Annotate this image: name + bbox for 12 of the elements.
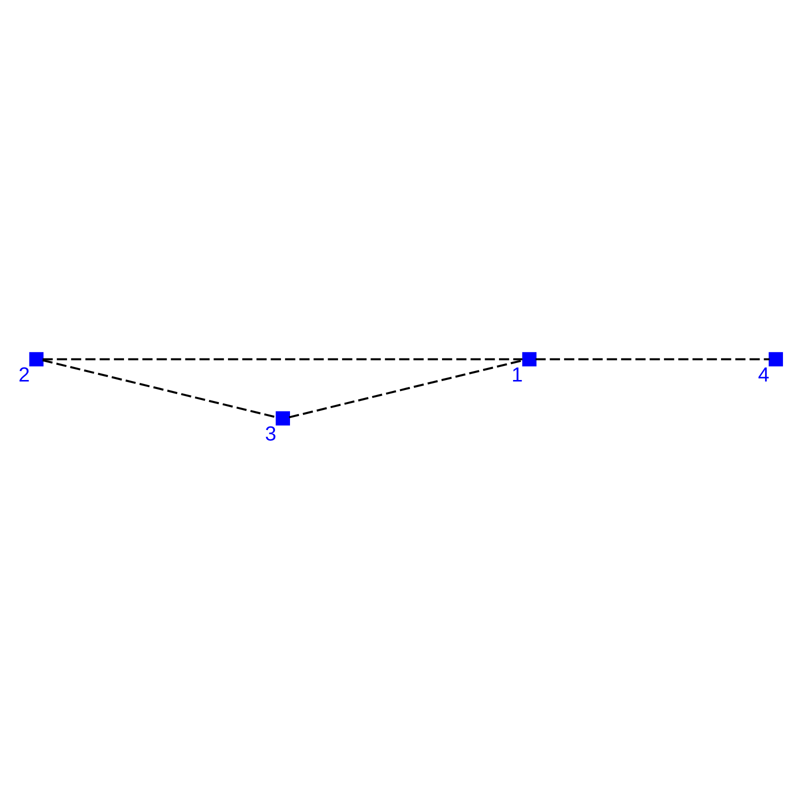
node-box	[522, 352, 536, 366]
node-box	[768, 352, 783, 366]
node-label: 3	[264, 424, 276, 446]
node-label: 4	[758, 364, 770, 387]
node-box	[29, 352, 44, 366]
node-label: 1	[511, 364, 523, 387]
connector	[288, 359, 524, 418]
connector	[536, 358, 770, 360]
node-label: 2	[18, 364, 30, 387]
connector	[42, 359, 277, 418]
connector	[42, 358, 522, 360]
node-box	[276, 411, 290, 426]
